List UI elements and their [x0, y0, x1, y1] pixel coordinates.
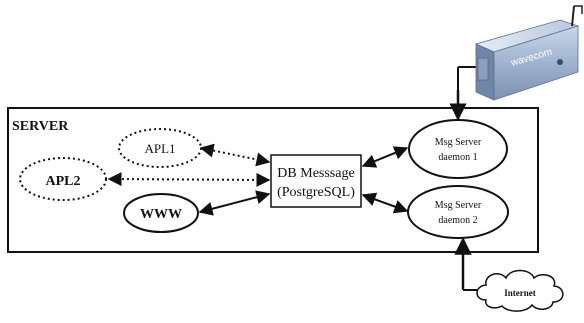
arrow-db-www: [198, 190, 271, 216]
www-node: WWW: [123, 193, 199, 233]
daemon2-node: Msg Server daemon 2: [407, 185, 509, 239]
server-box: [7, 107, 539, 253]
server-label: SERVER: [12, 119, 69, 134]
gsm-modem-icon: wavecom: [474, 5, 583, 101]
arrow-db-daemon2: [361, 192, 409, 214]
daemon2-label-line2: daemon 2: [438, 215, 477, 226]
db-label-line2: (PostgreSQL): [277, 185, 355, 200]
daemon1-label-line2: daemon 1: [438, 152, 477, 163]
arrow-db-daemon1: [361, 146, 409, 168]
internet-cloud-icon: Internet: [476, 269, 564, 312]
db-label-line1: DB Messsage: [277, 166, 354, 181]
apl1-node: APL1: [118, 128, 202, 168]
db-message-node: DB Messsage (PostgreSQL): [270, 154, 362, 208]
arrow-db-apl2: [107, 172, 271, 187]
www-label: WWW: [140, 207, 182, 222]
apl2-node: APL2: [19, 157, 107, 201]
apl2-label: APL2: [46, 174, 81, 189]
daemon2-label-line1: Msg Server: [435, 200, 482, 211]
internet-label: Internet: [504, 288, 536, 298]
arrow-db-apl1: [199, 143, 271, 167]
daemon1-node: Msg Server daemon 1: [408, 119, 508, 179]
apl1-label: APL1: [144, 141, 175, 156]
daemon1-label-line1: Msg Server: [435, 137, 482, 148]
